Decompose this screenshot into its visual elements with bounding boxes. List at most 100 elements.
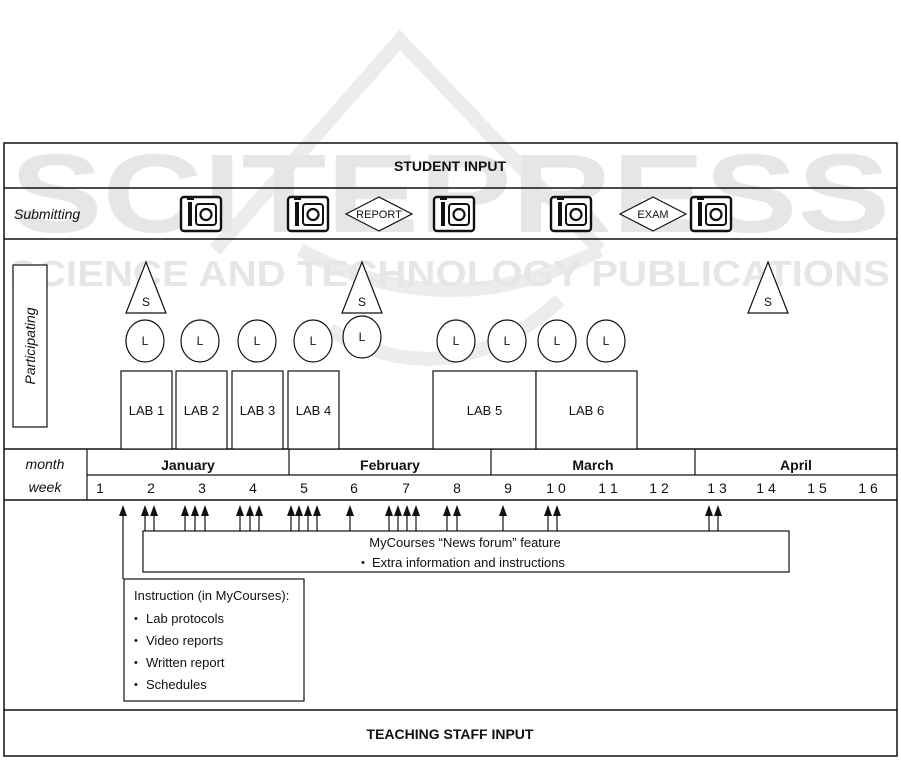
week-label: 3 (198, 480, 206, 496)
month-label: month (26, 456, 65, 472)
lab-shape (432, 370, 537, 450)
arrow (553, 505, 561, 531)
arrow (181, 505, 189, 531)
student-input-header: STUDENT INPUT (394, 158, 506, 174)
week-label: 7 (402, 480, 410, 496)
arrow (499, 505, 507, 531)
week-label: 5 (300, 480, 308, 496)
lecture-circle: L (237, 319, 277, 363)
arrow (255, 505, 263, 531)
lecture-label: L (504, 334, 511, 348)
arrow (705, 505, 713, 531)
camera-icon (549, 195, 593, 233)
lab-shape (535, 370, 638, 450)
lab-shape (120, 370, 173, 450)
news-arrows (119, 505, 722, 579)
lab-box: LAB 1 (120, 370, 173, 450)
lab-shape (175, 370, 228, 450)
participating-label-box (12, 264, 48, 428)
camera-grip (441, 202, 445, 226)
week-label: 1 5 (807, 480, 827, 496)
arrow (346, 505, 354, 531)
camera-lens (306, 207, 320, 222)
week-label: 1 1 (598, 480, 618, 496)
arrow (201, 505, 209, 531)
arrow-head (453, 505, 461, 516)
instruction-item: Video reports (146, 633, 224, 648)
lecture-shape (342, 315, 382, 359)
camera-icon (689, 195, 733, 233)
arrow-head (201, 505, 209, 516)
lab-box: LAB 4 (287, 370, 340, 450)
instruction-box: Instruction (in MyCourses): •Lab protoco… (123, 578, 305, 702)
arrow-head (544, 505, 552, 516)
arrow (385, 505, 393, 531)
watermark-main: SCITEPRESS (10, 131, 890, 256)
lab-shape (231, 370, 284, 450)
arrow-head (499, 505, 507, 516)
lecture-circle: L (436, 319, 476, 363)
lecture-circle: L (342, 315, 382, 359)
arrow-head (553, 505, 561, 516)
week-label: 1 4 (756, 480, 776, 496)
lecture-circle: L (125, 319, 165, 363)
lecture-circle: L (537, 319, 577, 363)
camera-icon (432, 195, 476, 233)
week-label: 8 (453, 480, 461, 496)
instruction-bullet: • (134, 679, 138, 691)
camera-icon (179, 195, 223, 233)
camera-grip (558, 202, 562, 226)
arrow (313, 505, 321, 531)
arrow-head (385, 505, 393, 516)
lecture-shape (237, 319, 277, 363)
lecture-label: L (142, 334, 149, 348)
instruction-arrow (119, 505, 127, 579)
month-label: March (572, 457, 613, 473)
arrow (403, 505, 411, 531)
camera-lens (569, 207, 583, 222)
camera-grip (188, 202, 192, 226)
lab-box: LAB 3 (231, 370, 284, 450)
arrow-head (304, 505, 312, 516)
camera-flash (697, 196, 704, 200)
arrow-head (394, 505, 402, 516)
seminar-label: S (142, 295, 150, 309)
camera-icons (179, 195, 733, 233)
arrow-head (141, 505, 149, 516)
arrow (295, 505, 303, 531)
lecture-label: L (554, 334, 561, 348)
arrow-head (443, 505, 451, 516)
news-forum-item: Extra information and instructions (372, 555, 565, 570)
month-label: April (780, 457, 812, 473)
week-label: week (29, 479, 63, 495)
arrow (544, 505, 552, 531)
arrow-head (150, 505, 158, 516)
week-label: 9 (504, 480, 512, 496)
news-forum-box: MyCourses “News forum” feature • Extra i… (142, 530, 790, 573)
week-label: 1 6 (858, 480, 878, 496)
exam-diamond: EXAM (618, 196, 688, 232)
lecture-label: L (254, 334, 261, 348)
lecture-shape (537, 319, 577, 363)
seminar-triangle: S (125, 260, 167, 314)
arrow-head (714, 505, 722, 516)
lab-label: LAB 5 (467, 403, 502, 418)
seminar-shape (747, 260, 789, 314)
lecture-shape (125, 319, 165, 363)
lecture-label: L (359, 330, 366, 344)
lecture-shape (180, 319, 220, 363)
arrow (453, 505, 461, 531)
seminar-shape (341, 260, 383, 314)
instruction-item: Written report (146, 655, 225, 670)
week-label: 1 (96, 480, 104, 496)
arrow-head (287, 505, 295, 516)
arrow (304, 505, 312, 531)
seminar-triangle: S (341, 260, 383, 314)
arrow (236, 505, 244, 531)
lab-box: LAB 6 (535, 370, 638, 450)
watermark: SCITEPRESS SCIENCE AND TECHNOLOGY PUBLIC… (10, 29, 890, 366)
arrow-head (346, 505, 354, 516)
arrow-head (705, 505, 713, 516)
lecture-circle: L (293, 319, 333, 363)
